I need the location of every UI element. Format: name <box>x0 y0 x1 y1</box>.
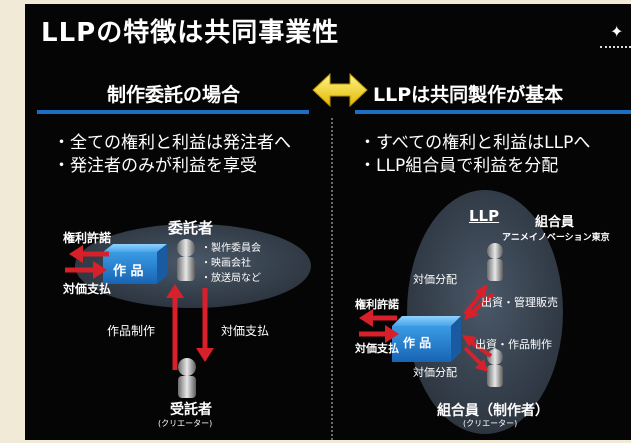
client-label: 委託者 <box>168 219 214 237</box>
investment-sales-arrow <box>464 292 495 320</box>
sparkle-icon: ✦ <box>610 22 624 41</box>
left-payment-arrow <box>65 261 107 279</box>
right-rights-label: 権利許諾 <box>355 298 399 311</box>
producer-figure-icon <box>487 349 503 387</box>
right-payment-label: 対価支払 <box>355 342 399 355</box>
distribution-top-label: 対価分配 <box>413 273 457 286</box>
right-heading: LLPは共同製作が基本 <box>373 84 564 106</box>
vertical-payment-arrow <box>196 288 214 362</box>
right-bullet-2: ・LLP組合員で利益を分配 <box>359 156 559 176</box>
creator-member-label: 組合員（制作者） <box>437 403 549 419</box>
slide-title: LLPの特徴は共同事業性 <box>41 18 340 48</box>
creator-label: 受託者 <box>170 402 212 418</box>
left-rights-arrow <box>69 245 109 263</box>
llp-label: LLP <box>469 207 500 225</box>
investment-production-label: 出資・作品制作 <box>475 338 552 351</box>
member-figure-icon <box>487 243 503 281</box>
left-rights-label: 権利許諾 <box>63 231 112 245</box>
left-heading-underline <box>37 110 309 114</box>
right-payment-arrow <box>359 325 399 343</box>
sparkle-dots <box>600 46 631 48</box>
right-heading-underline <box>355 110 631 114</box>
production-label: 作品制作 <box>107 324 156 338</box>
client-example-3: ・放送局など <box>201 273 261 284</box>
right-work-label: 作 品 <box>403 336 432 350</box>
right-bullet-1: ・すべての権利と利益はLLPへ <box>359 133 591 153</box>
left-payment-label: 対価支払 <box>63 282 112 296</box>
right-rights-arrow <box>359 309 397 327</box>
distribution-bottom-arrow <box>463 346 488 372</box>
right-work-box <box>392 316 461 362</box>
double-arrow-icon <box>312 72 368 108</box>
distribution-bottom-label: 対価分配 <box>413 366 457 379</box>
production-arrow <box>166 284 184 370</box>
investment-production-arrow <box>462 335 493 358</box>
creator-sub-label: (クリエーター) <box>158 419 213 428</box>
left-bullet-2: ・発注者のみが利益を享受 <box>53 156 257 176</box>
member-title: 組合員 <box>535 215 575 230</box>
left-work-box <box>103 244 167 284</box>
left-work-label: 作 品 <box>113 264 144 279</box>
vertical-payment-label: 対価支払 <box>221 324 270 338</box>
diagram-graphics <box>65 72 563 434</box>
llp-ellipse <box>407 190 563 434</box>
client-figure-icon <box>177 239 195 281</box>
right-creator-sub-label: (クリエーター) <box>463 419 518 428</box>
client-example-2: ・映画会社 <box>201 258 251 269</box>
creator-figure-icon <box>178 358 196 398</box>
member-name: アニメイノベーション東京 <box>502 233 610 243</box>
investment-sales-label: 出資・管理販売 <box>481 296 558 309</box>
column-divider <box>331 118 333 440</box>
client-example-1: ・製作委員会 <box>201 243 261 254</box>
slide: LLPの特徴は共同事業性 ✦ 制作委託の場合 LLPは共同製作が基本 ・全ての権… <box>25 4 631 440</box>
left-heading: 制作委託の場合 <box>107 84 241 106</box>
left-bullet-1: ・全ての権利と利益は発注者へ <box>53 133 291 153</box>
